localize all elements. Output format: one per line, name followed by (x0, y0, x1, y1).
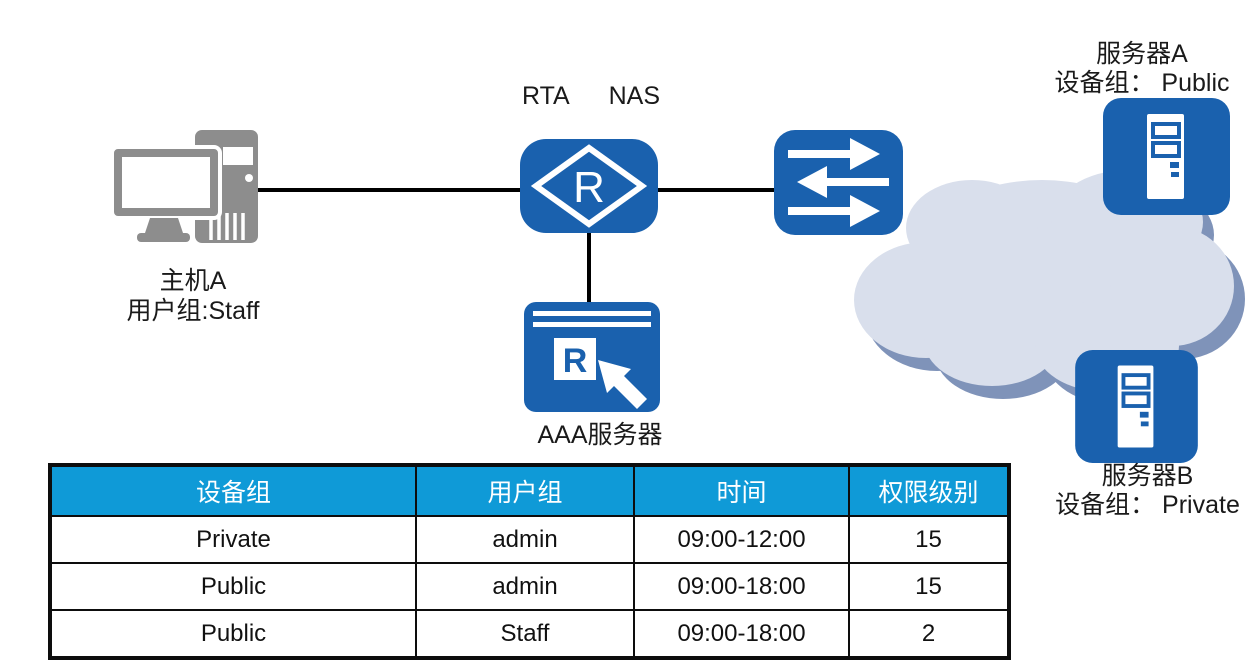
cursor-arrow-icon (598, 360, 647, 409)
host-pc-icon (110, 130, 258, 243)
header-user-group: 用户组 (415, 464, 635, 517)
aaa-server-icon: R (524, 302, 660, 412)
header-time: 时间 (633, 464, 850, 517)
table-cell: admin (415, 515, 635, 564)
table-cell: 15 (848, 515, 1010, 564)
server-b-name: 服务器B (1101, 462, 1194, 490)
server-a-name: 服务器A (1096, 40, 1188, 68)
table-cell: 15 (848, 562, 1010, 611)
table-row: Public Staff 09:00-18:00 2 (49, 609, 1010, 659)
table-cell: 09:00-12:00 (633, 515, 850, 564)
host-label: 主机A 用户组:Staff (103, 266, 283, 326)
router-icon: R (520, 139, 658, 233)
table-cell: Public (49, 562, 417, 611)
link-host-router (256, 188, 522, 192)
table-row: Public admin 09:00-18:00 15 (49, 562, 1010, 611)
cloud-shape (854, 170, 1245, 402)
header-privilege-level: 权限级别 (848, 464, 1010, 517)
table-cell: Private (49, 515, 417, 564)
table-cell: 09:00-18:00 (633, 562, 850, 611)
server-a-icon (1103, 98, 1230, 215)
server-a-label: 服务器A 设备组： Public (1032, 40, 1252, 98)
table-row: Private admin 09:00-12:00 15 (49, 515, 1010, 564)
link-router-switch (656, 188, 776, 192)
router-label-rta: RTA (522, 82, 570, 110)
table-header-row: 设备组 用户组 时间 权限级别 (49, 464, 1010, 517)
table-cell: admin (415, 562, 635, 611)
table-cell: 09:00-18:00 (633, 609, 850, 659)
server-a-device-group: 设备组： Public (1054, 69, 1230, 97)
table-cell: Public (49, 609, 417, 659)
permission-table: 设备组 用户组 时间 权限级别 Private admin 09:00-12:0… (48, 463, 1011, 660)
switch-icon (774, 130, 903, 235)
aaa-server-label: AAA服务器 (537, 421, 663, 449)
server-b-label: 服务器B 设备组： Private (1040, 462, 1254, 520)
table-cell: 2 (848, 609, 1010, 659)
router-glyph: R (573, 163, 605, 212)
host-user-group: 用户组:Staff (126, 297, 260, 325)
header-device-group: 设备组 (49, 464, 417, 517)
aaa-glyph: R (563, 342, 588, 380)
host-name: 主机A (159, 267, 227, 295)
server-b-device-group: 设备组： Private (1055, 491, 1240, 519)
router-label-nas: NAS (608, 82, 660, 110)
table-cell: Staff (415, 609, 635, 659)
router-labels: RTA NAS (518, 82, 664, 111)
link-router-aaa (587, 231, 591, 304)
server-b-icon (1075, 350, 1198, 463)
